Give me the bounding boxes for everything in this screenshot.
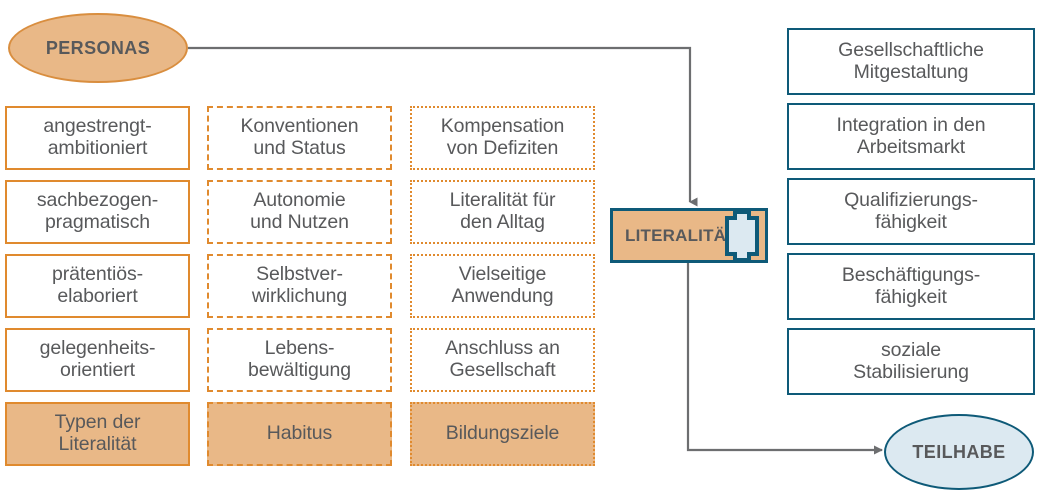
- box-outcome-4[interactable]: Beschäftigungs- fähigkeit: [787, 253, 1035, 320]
- box-outcome-5[interactable]: soziale Stabilisierung: [787, 328, 1035, 395]
- box-bildungsziele-item-2[interactable]: Literalität für den Alltag: [410, 180, 595, 244]
- node-teilhabe-label: TEILHABE: [912, 441, 1006, 462]
- box-typen-summary[interactable]: Typen der Literalität: [5, 402, 190, 466]
- box-outcome-3[interactable]: Qualifizierungs- fähigkeit: [787, 178, 1035, 245]
- node-teilhabe[interactable]: TEILHABE: [884, 414, 1034, 490]
- box-outcome-2[interactable]: Integration in den Arbeitsmarkt: [787, 103, 1035, 170]
- box-outcome-1[interactable]: Gesellschaftliche Mitgestaltung: [787, 28, 1035, 95]
- node-personas-label: PERSONAS: [45, 37, 151, 58]
- box-bildungsziele-summary[interactable]: Bildungsziele: [410, 402, 595, 466]
- box-habitus-item-3[interactable]: Selbstver- wirklichung: [207, 254, 392, 318]
- box-habitus-item-1[interactable]: Konventionen und Status: [207, 106, 392, 170]
- box-habitus-item-2[interactable]: Autonomie und Nutzen: [207, 180, 392, 244]
- box-habitus-summary[interactable]: Habitus: [207, 402, 392, 466]
- box-typen-item-4[interactable]: gelegenheits- orientiert: [5, 328, 190, 392]
- book-icon: [725, 209, 759, 262]
- box-bildungsziele-item-4[interactable]: Anschluss an Gesellschaft: [410, 328, 595, 392]
- box-typen-item-2[interactable]: sachbezogen- pragmatisch: [5, 180, 190, 244]
- box-typen-item-3[interactable]: prätentiös- elaboriert: [5, 254, 190, 318]
- node-personas[interactable]: PERSONAS: [8, 13, 188, 83]
- box-typen-item-1[interactable]: angestrengt- ambitioniert: [5, 106, 190, 170]
- box-bildungsziele-item-3[interactable]: Vielseitige Anwendung: [410, 254, 595, 318]
- box-habitus-item-4[interactable]: Lebens- bewältigung: [207, 328, 392, 392]
- box-bildungsziele-item-1[interactable]: Kompensation von Defiziten: [410, 106, 595, 170]
- node-literalitaet[interactable]: LITERALITÄT: [610, 208, 768, 263]
- node-literalitaet-label: LITERALITÄT: [625, 225, 737, 245]
